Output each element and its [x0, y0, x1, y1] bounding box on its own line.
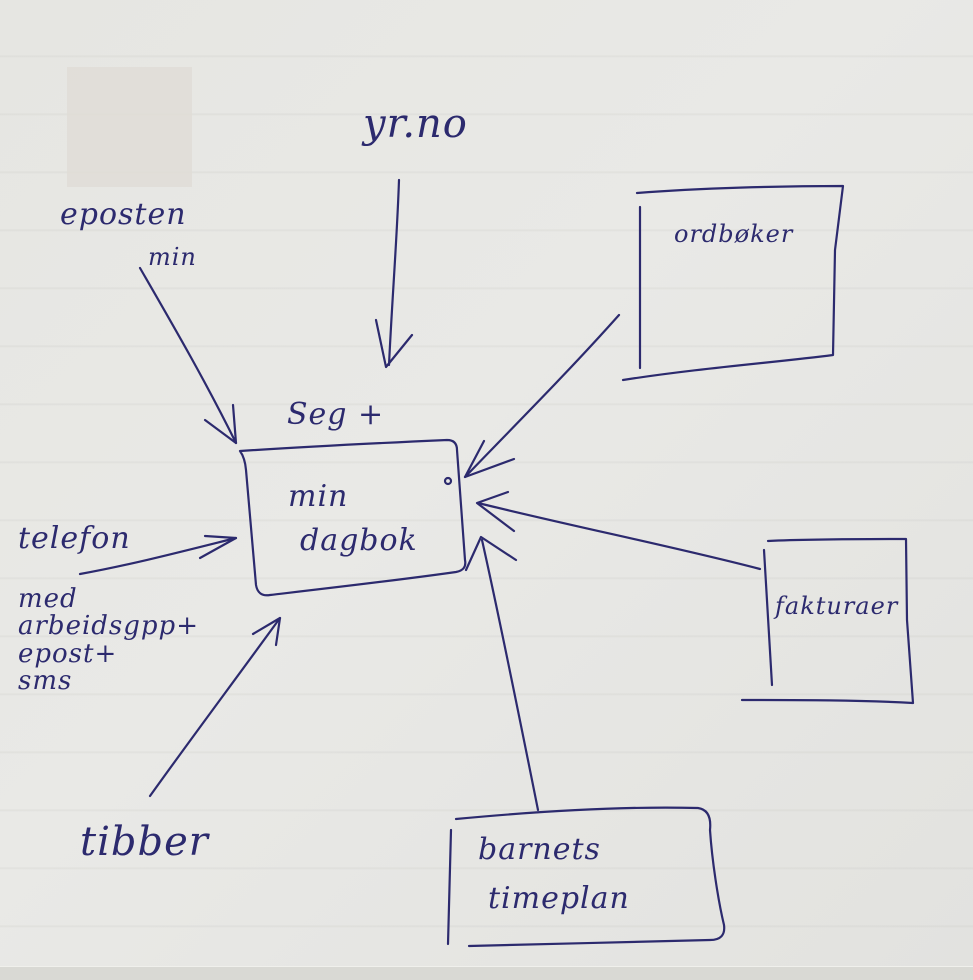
arrowhead-tibber [251, 616, 282, 647]
arrow-tibber [148, 616, 282, 798]
fakturaer-box [740, 537, 915, 705]
telefon-detail-2: arbeidsgpp+ [18, 611, 199, 642]
yr-label: yr.no [363, 101, 468, 147]
eposten-label: eposten [60, 197, 187, 232]
arrow-telefon [78, 536, 238, 576]
arrow-barnets [480, 538, 540, 812]
tibber-label: tibber [80, 819, 209, 865]
center-box-dot [443, 476, 453, 486]
telefon-label: telefon [18, 521, 131, 556]
arrow-yr [387, 178, 401, 367]
center-label-line2: dagbok [300, 523, 418, 558]
telefon-details: med arbeidsgpp+ epost+ sms [18, 584, 199, 696]
barnets-label-line1: barnets [478, 832, 601, 867]
arrowhead-telefon [198, 534, 238, 560]
arrow-ordboker [463, 313, 621, 479]
faint-stain [67, 67, 192, 187]
telefon-detail-1: med [18, 584, 78, 614]
telefon-detail-4: sms [18, 665, 73, 696]
center-label-above: Seg + [287, 397, 385, 432]
arrowhead-yr [374, 318, 414, 369]
eposten-label-min: min [148, 243, 197, 271]
ordboker-box [621, 184, 845, 382]
barnets-label-line2: timeplan [488, 881, 630, 916]
arrowhead-fakturaer [475, 490, 516, 533]
center-label-line1: min [288, 479, 349, 514]
fakturaer-label: fakturaer [775, 592, 899, 620]
barnets-box [446, 806, 726, 948]
center-box [238, 438, 467, 597]
arrow-fakturaer [476, 501, 762, 571]
arrowhead-barnets [464, 535, 518, 572]
paper-edge [0, 966, 973, 980]
telefon-detail-3: epost+ [18, 638, 118, 669]
arrowhead-eposten [203, 403, 238, 445]
arrow-eposten [138, 266, 238, 445]
ordboker-label: ordbøker [674, 220, 794, 248]
arrowhead-ordboker [463, 439, 516, 479]
